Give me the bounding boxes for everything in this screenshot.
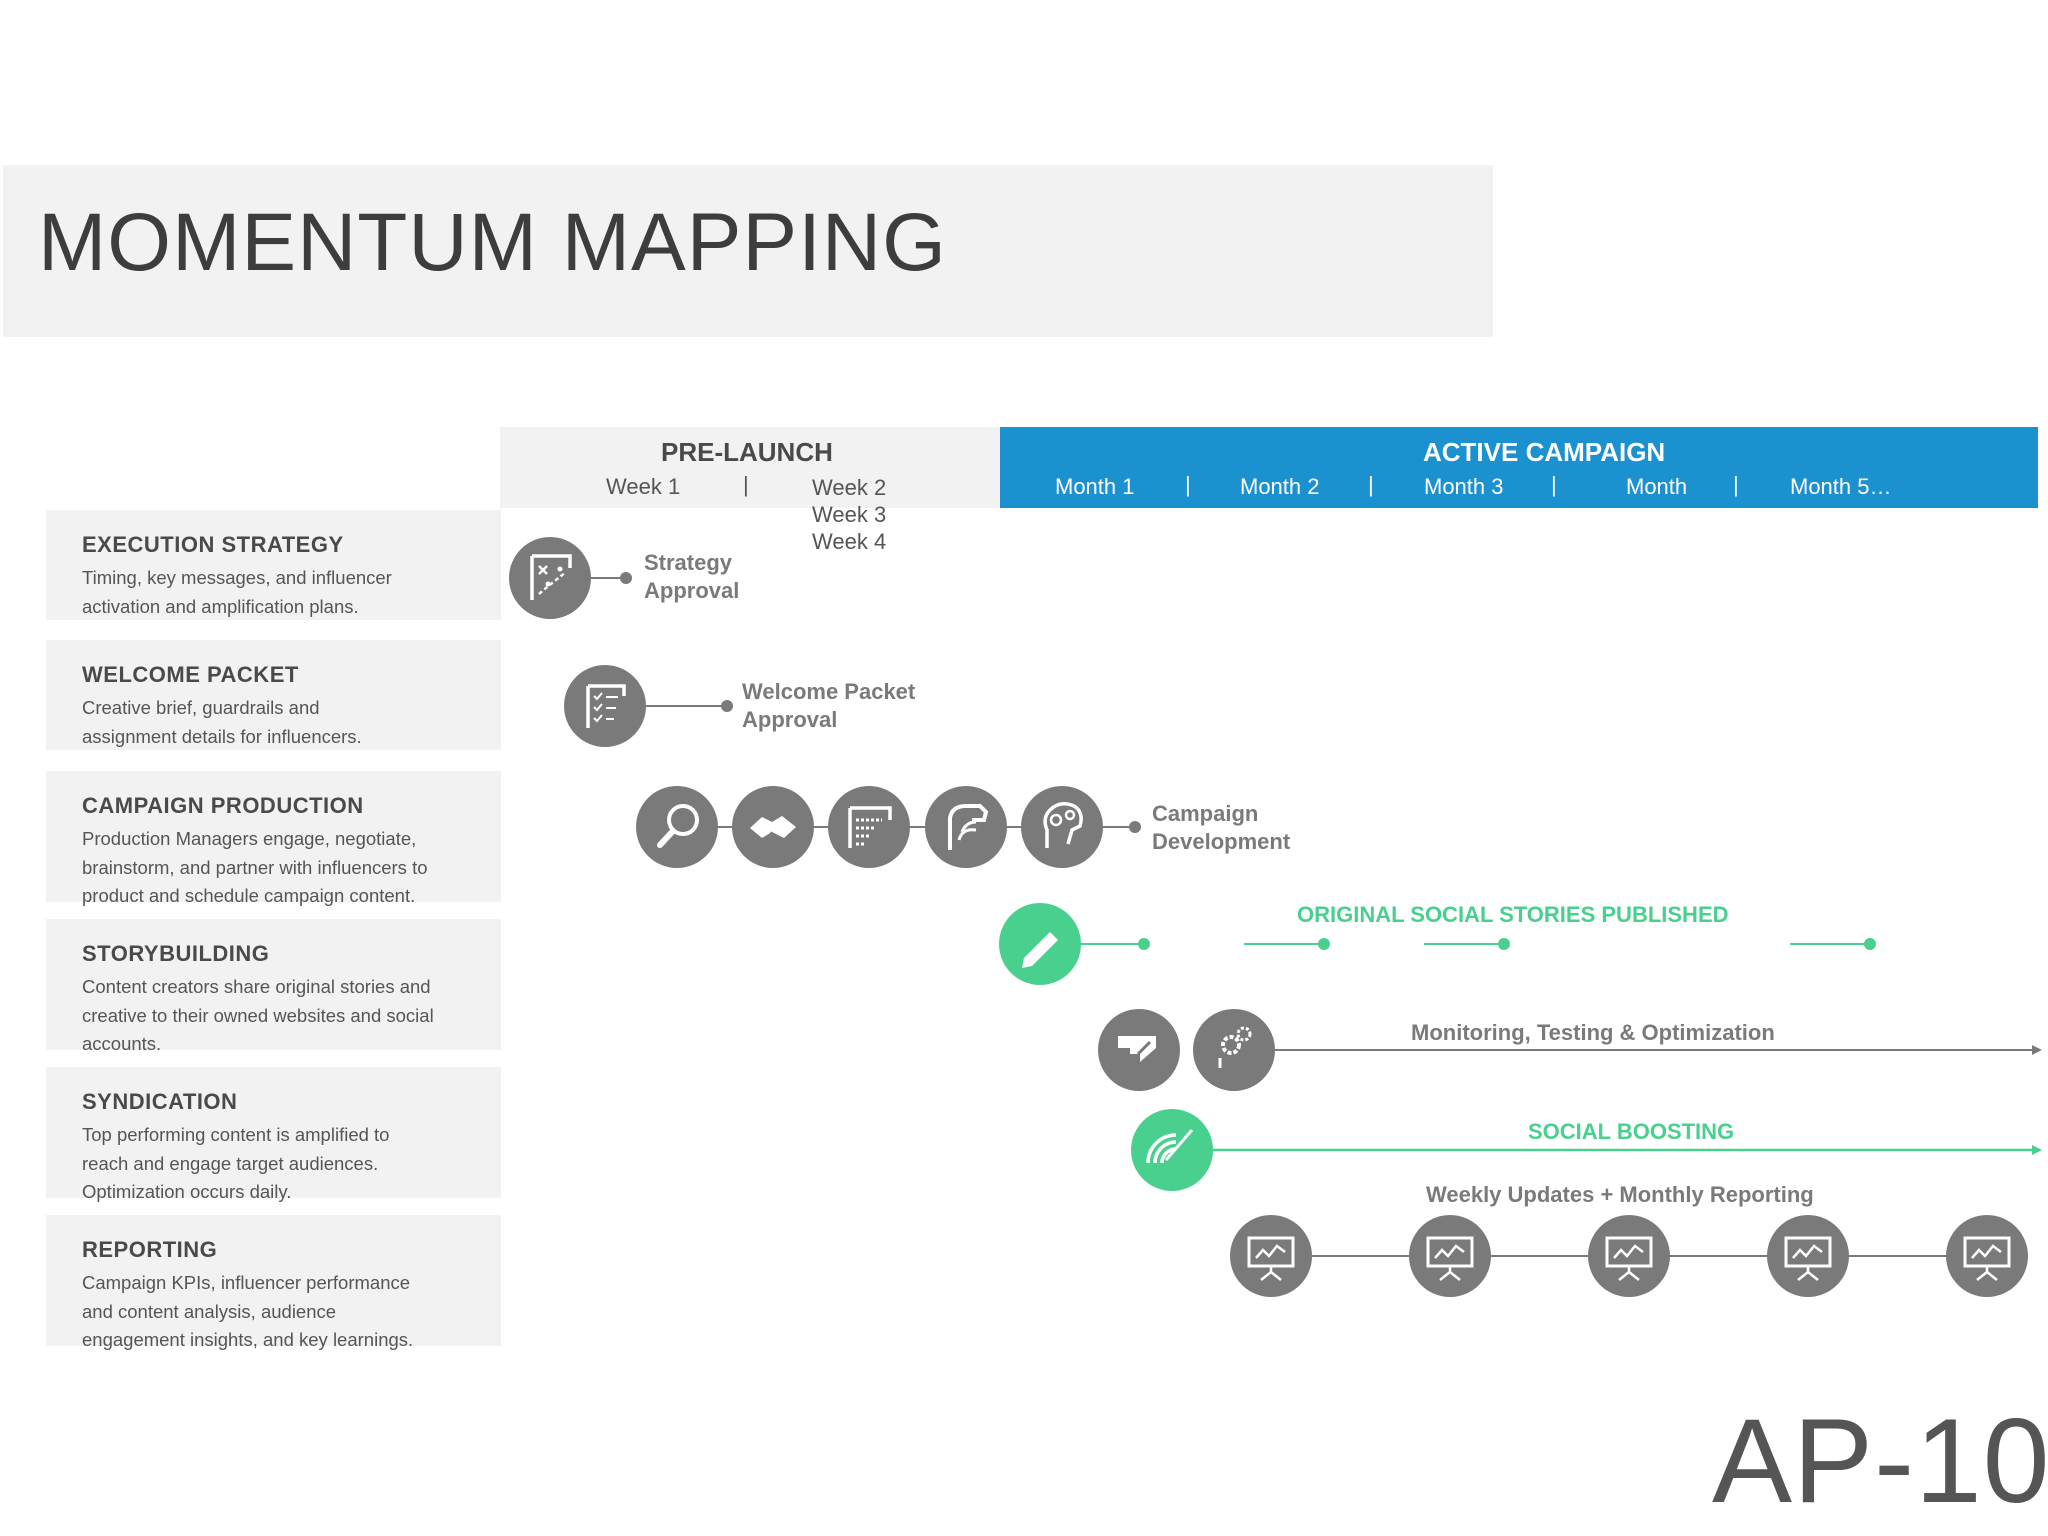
active-campaign-band — [1000, 427, 2038, 508]
monitoring-milestone — [1098, 1009, 2042, 1091]
storybuilding-milestone — [999, 903, 1876, 985]
pencil-icon — [999, 903, 1081, 985]
row-description: Top performing content is amplified to r… — [82, 1124, 390, 1202]
month-3-label: Month 3 — [1424, 474, 1504, 499]
label-line: Strategy — [644, 550, 733, 575]
pre-launch-title: PRE-LAUNCH — [661, 437, 833, 467]
row-storybuilding: STORYBUILDING Content creators share ori… — [46, 919, 501, 1054]
row-syndication: SYNDICATION Top performing content is am… — [46, 1067, 501, 1202]
label-line: Development — [1152, 829, 1291, 854]
gears-icon — [1193, 1009, 1275, 1091]
label-line: Approval — [644, 578, 740, 603]
row-title: EXECUTION STRATEGY — [82, 532, 344, 557]
month-separator-3: | — [1551, 472, 1557, 497]
row-title: SYNDICATION — [82, 1089, 238, 1114]
presentation-icon — [1767, 1215, 1849, 1297]
broadcast-icon — [1131, 1109, 1213, 1191]
month-5-label: Month 5… — [1790, 474, 1892, 499]
row-reporting: REPORTING Campaign KPIs, influencer perf… — [46, 1215, 501, 1350]
active-campaign-title: ACTIVE CAMPAIGN — [1423, 437, 1666, 467]
row-campaign-production: CAMPAIGN PRODUCTION Production Managers … — [46, 771, 501, 906]
megaphone-icon — [925, 786, 1007, 868]
social-boosting-label: SOCIAL BOOSTING — [1528, 1119, 1735, 1144]
brainstorm-icon — [1021, 786, 1103, 868]
row-description: Timing, key messages, and influencer act… — [82, 567, 392, 617]
week-4-label: Week 4 — [812, 529, 887, 554]
row-title: WELCOME PACKET — [82, 662, 299, 687]
strategy-milestone — [509, 537, 632, 619]
slide-code: AP-10 — [1712, 1394, 2048, 1528]
month-separator-2: | — [1368, 472, 1374, 497]
week-2-label: Week 2 — [812, 475, 887, 500]
month-1-label: Month 1 — [1055, 474, 1135, 499]
production-milestone — [636, 786, 1141, 868]
row-title: STORYBUILDING — [82, 941, 270, 966]
checklist-icon — [564, 665, 646, 747]
row-description: Content creators share original stories … — [82, 976, 434, 1054]
reporting-milestone — [1230, 1215, 2028, 1297]
weeks-2-4-labels: Week 2 Week 3 Week 4 — [812, 474, 886, 555]
presentation-icon — [1946, 1215, 2028, 1297]
month-2-label: Month 2 — [1240, 474, 1320, 499]
reporting-label: Weekly Updates + Monthly Reporting — [1426, 1182, 1814, 1207]
chart-icon — [828, 786, 910, 868]
strategy-board-icon — [509, 537, 591, 619]
week-1-label: Week 1 — [606, 474, 681, 499]
pre-launch-band — [500, 427, 1000, 508]
presentation-icon — [1588, 1215, 1670, 1297]
month-separator-4: | — [1733, 472, 1739, 497]
row-welcome-packet: WELCOME PACKET Creative brief, guardrail… — [46, 640, 501, 750]
row-title: CAMPAIGN PRODUCTION — [82, 793, 364, 818]
month-4-label: Month — [1626, 474, 1688, 499]
label-line: Approval — [742, 707, 838, 732]
week-3-label: Week 3 — [812, 502, 887, 527]
monitoring-label: Monitoring, Testing & Optimization — [1411, 1020, 1775, 1045]
chat-icon — [1098, 1009, 1180, 1091]
page-title: MOMENTUM MAPPING — [38, 197, 947, 288]
row-execution-strategy: EXECUTION STRATEGY Timing, key messages,… — [46, 510, 501, 620]
stories-published-label: ORIGINAL SOCIAL STORIES PUBLISHED — [1297, 902, 1729, 927]
handshake-icon — [732, 786, 814, 868]
label-line: Welcome Packet — [742, 679, 916, 704]
row-description: Creative brief, guardrails and assignmen… — [82, 697, 362, 747]
boosting-milestone — [1131, 1109, 2042, 1191]
search-icon — [636, 786, 718, 868]
presentation-icon — [1230, 1215, 1312, 1297]
title-band — [3, 165, 1493, 337]
campaign-development-label: Campaign Development — [1152, 800, 1290, 856]
welcome-milestone — [564, 665, 733, 747]
strategy-approval-label: Strategy Approval — [644, 549, 739, 605]
row-title: REPORTING — [82, 1237, 218, 1262]
row-description: Production Managers engage, negotiate, b… — [82, 828, 428, 906]
row-description: Campaign KPIs, influencer performance an… — [82, 1272, 414, 1350]
welcome-approval-label: Welcome Packet Approval — [742, 678, 915, 734]
presentation-icon — [1409, 1215, 1491, 1297]
label-line: Campaign — [1152, 801, 1259, 826]
month-separator-1: | — [1185, 472, 1191, 497]
week-separator: | — [743, 472, 749, 497]
